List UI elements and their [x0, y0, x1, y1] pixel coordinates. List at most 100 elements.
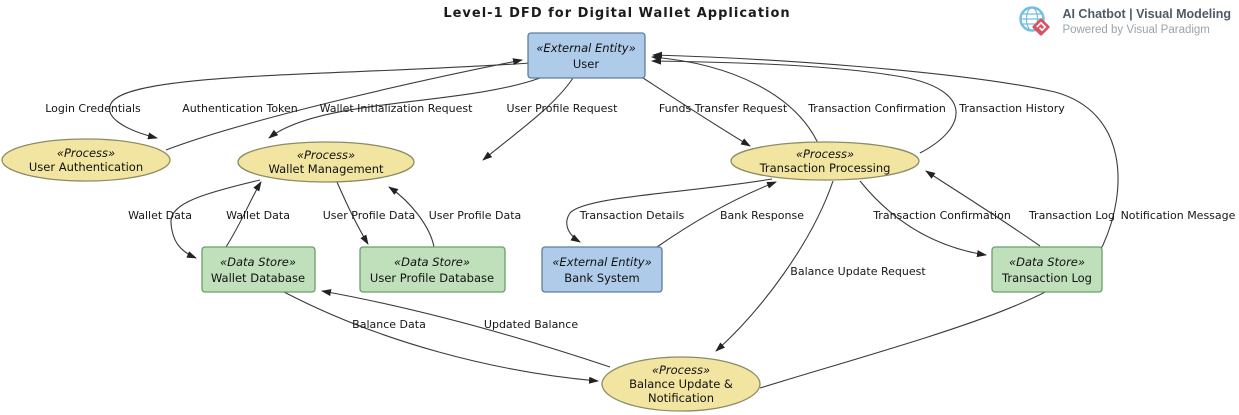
- edge-label: User Profile Data: [323, 209, 416, 222]
- edge-label: Transaction Confirmation: [872, 209, 1011, 222]
- flow-transaction-history: Transaction History: [651, 57, 1065, 154]
- edge-user-profile-request[interactable]: [482, 77, 574, 161]
- edge-label: Wallet Initialization Request: [320, 102, 474, 115]
- node-stereotype: «Data Store»: [1009, 255, 1085, 269]
- node-name: Transaction Processing: [759, 161, 891, 175]
- edge-login-credentials[interactable]: [109, 62, 531, 140]
- flow-transaction-log: Transaction Log: [925, 170, 1115, 247]
- diagram-title: Level-1 DFD for Digital Wallet Applicati…: [443, 6, 790, 21]
- edge-label: Transaction Details: [579, 209, 685, 222]
- edge-label: Transaction Confirmation: [807, 102, 946, 115]
- process-user-authentication-shape[interactable]: [1, 138, 171, 182]
- node-user: «External Entity» User: [527, 32, 646, 79]
- edge-label: Balance Data: [352, 318, 426, 331]
- edge-label: Login Credentials: [45, 102, 141, 115]
- external-entity-bank-system-shape[interactable]: [541, 246, 663, 293]
- edge-label: Bank Response: [720, 209, 804, 222]
- flow-transaction-details: Transaction Details: [566, 178, 773, 243]
- edge-label: Balance Update Request: [790, 265, 926, 278]
- edge-wallet-data-read[interactable]: [225, 181, 262, 248]
- flow-login-credentials: Login Credentials: [45, 62, 531, 140]
- edge-balance-data[interactable]: [283, 291, 599, 384]
- flow-user-profile-request: User Profile Request: [482, 77, 619, 161]
- node-stereotype: «Process»: [796, 147, 854, 161]
- node-stereotype: «Process»: [652, 363, 710, 377]
- process-balance-update-notification-shape[interactable]: [601, 356, 761, 412]
- node-name: Transaction Log: [1001, 271, 1092, 285]
- branding-watermark: AI Chatbot | Visual Modeling Powered by …: [1018, 4, 1231, 40]
- node-transaction-log: «Data Store» Transaction Log: [991, 246, 1103, 293]
- edge-user-profile-data-write[interactable]: [336, 181, 369, 245]
- node-stereotype: «Data Store»: [220, 255, 296, 269]
- branding-subtitle: Powered by Visual Paradigm: [1062, 23, 1210, 36]
- edge-label: Notification Message: [1121, 209, 1236, 222]
- edge-updated-balance[interactable]: [321, 289, 611, 368]
- flow-notification-message: Notification Message: [652, 51, 1236, 389]
- node-name-line2: Notification: [648, 391, 714, 405]
- edge-transaction-confirmation-to-log[interactable]: [859, 180, 987, 258]
- flow-updated-balance: Updated Balance: [321, 289, 611, 368]
- node-name: User Authentication: [29, 160, 143, 174]
- edge-transaction-history[interactable]: [651, 57, 957, 154]
- process-transaction-processing-shape[interactable]: [730, 141, 920, 181]
- edge-label: User Profile Data: [429, 209, 522, 222]
- flow-transaction-confirmation-to-user: Transaction Confirmation: [651, 54, 946, 144]
- edge-authentication-token[interactable]: [165, 58, 523, 151]
- edge-transaction-confirmation-to-user[interactable]: [651, 54, 819, 144]
- branding-title: AI Chatbot | Visual Modeling: [1062, 7, 1231, 21]
- node-wallet-management: «Process» Wallet Management: [237, 141, 415, 183]
- edge-wallet-data-write[interactable]: [170, 179, 261, 259]
- node-name-line1: Balance Update &: [629, 377, 733, 391]
- edge-transaction-log[interactable]: [925, 170, 1041, 247]
- flow-wallet-data-read: Wallet Data: [225, 181, 290, 248]
- node-bank-system: «External Entity» Bank System: [541, 246, 663, 293]
- node-name: Wallet Database: [211, 271, 305, 285]
- edge-transaction-details[interactable]: [566, 178, 773, 243]
- node-user-profile-database: «Data Store» User Profile Database: [359, 246, 506, 293]
- edge-label: Wallet Data: [128, 209, 192, 222]
- node-user-authentication: «Process» User Authentication: [1, 138, 171, 182]
- external-entity-user-shape[interactable]: [527, 32, 646, 79]
- node-balance-update-notification: «Process» Balance Update & Notification: [601, 356, 761, 412]
- data-store-wallet-database-shape[interactable]: [201, 246, 316, 293]
- edge-label: Transaction Log: [1028, 209, 1115, 222]
- node-stereotype: «Process»: [297, 148, 355, 162]
- node-transaction-processing: «Process» Transaction Processing: [730, 141, 920, 181]
- data-store-transaction-log-shape[interactable]: [991, 246, 1103, 293]
- edge-wallet-initialization-request[interactable]: [268, 77, 541, 139]
- edge-label: Transaction History: [958, 102, 1065, 115]
- edge-label: Authentication Token: [182, 102, 298, 115]
- flow-balance-update-request: Balance Update Request: [715, 180, 926, 352]
- node-stereotype: «Process»: [57, 146, 115, 160]
- node-stereotype: «External Entity»: [536, 41, 635, 55]
- node-name: Wallet Management: [268, 162, 384, 176]
- flow-user-profile-data-read: User Profile Data: [388, 186, 522, 248]
- flow-bank-response: Bank Response: [656, 181, 804, 248]
- node-stereotype: «Data Store»: [394, 255, 470, 269]
- flow-transaction-confirmation-to-log: Transaction Confirmation: [859, 180, 1011, 258]
- edge-funds-transfer-request[interactable]: [639, 75, 751, 147]
- node-wallet-database: «Data Store» Wallet Database: [201, 246, 316, 293]
- node-name: Bank System: [564, 271, 639, 285]
- node-name: User: [573, 57, 599, 71]
- node-name: User Profile Database: [370, 271, 494, 285]
- flow-funds-transfer-request: Funds Transfer Request: [639, 75, 788, 147]
- edge-label: Funds Transfer Request: [659, 102, 788, 115]
- edge-label: User Profile Request: [507, 102, 619, 115]
- node-stereotype: «External Entity»: [552, 255, 651, 269]
- visual-paradigm-logo-icon: [1019, 6, 1051, 36]
- edge-label: Updated Balance: [484, 318, 578, 331]
- process-wallet-management-shape[interactable]: [237, 141, 415, 183]
- edge-balance-update-request[interactable]: [715, 180, 834, 352]
- edge-label: Wallet Data: [226, 209, 290, 222]
- flow-wallet-initialization-request: Wallet Initialization Request: [268, 77, 541, 139]
- edge-user-profile-data-read[interactable]: [388, 186, 435, 248]
- flow-authentication-token: Authentication Token: [165, 58, 523, 151]
- edge-bank-response[interactable]: [656, 181, 777, 248]
- data-store-user-profile-database-shape[interactable]: [359, 246, 506, 293]
- flow-wallet-data-write: Wallet Data: [128, 179, 261, 259]
- edge-notification-message[interactable]: [652, 51, 1119, 389]
- flow-user-profile-data-write: User Profile Data: [323, 181, 416, 245]
